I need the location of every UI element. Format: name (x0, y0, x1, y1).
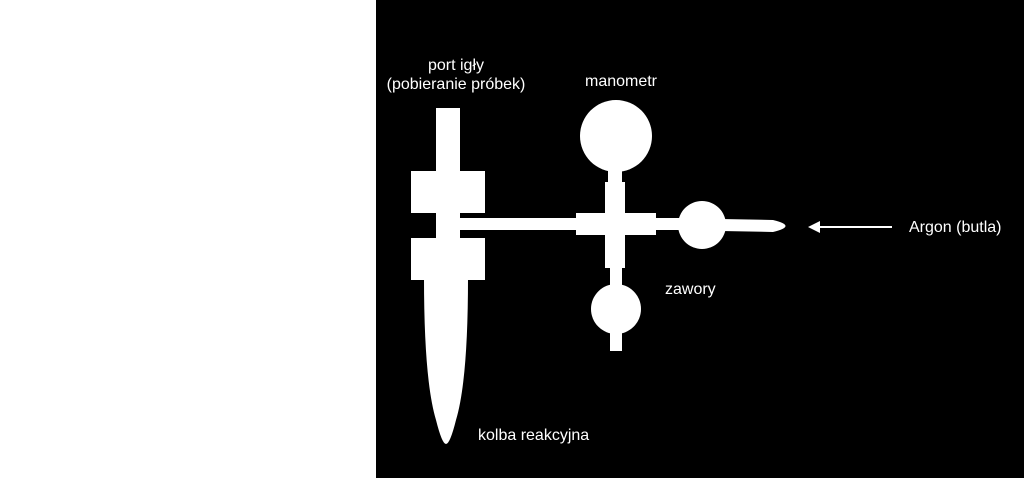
argon-inlet-nozzle (721, 219, 786, 232)
reaction-flask (424, 278, 468, 444)
lower-valve-knob (591, 284, 641, 334)
right-valve-knob (678, 201, 726, 249)
manometer-label: manometr (584, 73, 658, 90)
apparatus-drawing (411, 100, 892, 444)
left-margin (0, 0, 376, 478)
needle-port-upper-collar (411, 171, 485, 213)
needle-port-label-line2: (pobieranie próbek) (386, 76, 526, 93)
valves-label: zawory (665, 281, 716, 298)
needle-port-lower-collar (411, 238, 485, 280)
cross-junction-vertical (605, 182, 625, 268)
needle-port-label: port igły (pobieranie próbek) (376, 56, 536, 94)
needle-port-label-line1: port igły (427, 57, 485, 74)
argon-label: Argon (butla) (909, 219, 1002, 236)
apparatus-diagram: port igły (pobieranie próbek) manometr A… (376, 0, 1024, 478)
argon-arrow-head (808, 221, 820, 233)
manometer-dial (580, 100, 652, 172)
flask-label: kolba reakcyjna (478, 427, 590, 444)
